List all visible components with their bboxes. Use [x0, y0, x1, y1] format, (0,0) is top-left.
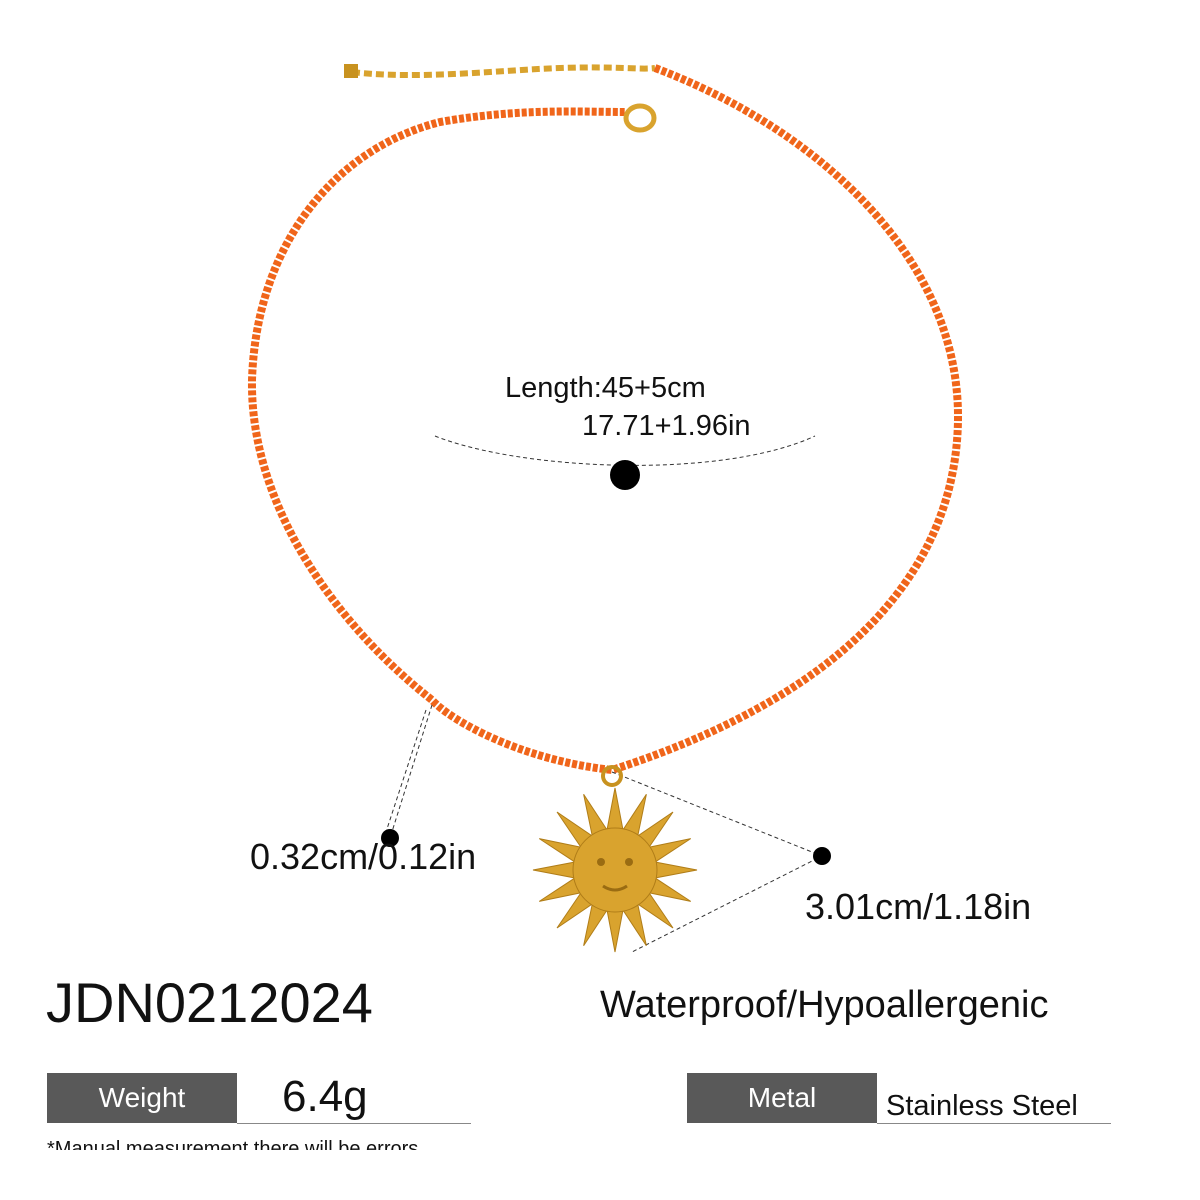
bead-size-label: 0.32cm/0.12in	[250, 836, 477, 877]
disclaimer: *Manual measurement there will be errors	[47, 1138, 419, 1150]
extension-chain	[351, 64, 656, 79]
product-code: JDN0212024	[46, 971, 373, 1034]
metal-value: Stainless Steel	[886, 1090, 1078, 1122]
lobster-clasp-icon	[623, 103, 657, 133]
metal-underline	[877, 1123, 1111, 1124]
length-in-label: 17.71+1.96in	[582, 410, 751, 442]
weight-underline	[237, 1123, 471, 1124]
chain-end-tab	[344, 64, 358, 78]
bead-guide-line	[383, 704, 433, 839]
pendant-size-label: 3.01cm/1.18in	[805, 886, 1032, 927]
sun-pendant-icon	[532, 765, 698, 953]
bead-marker-dot	[381, 829, 399, 847]
length-marker-dot	[610, 460, 640, 490]
features-label: Waterproof/Hypoallergenic	[600, 984, 1049, 1026]
metal-label: Metal	[687, 1073, 877, 1123]
length-cm-label: Length:45+5cm	[505, 372, 706, 404]
pendant-marker-dot	[813, 847, 831, 865]
weight-label: Weight	[47, 1073, 237, 1123]
disclaimer-clip: *Manual measurement there will be errors	[47, 1138, 487, 1150]
weight-value: 6.4g	[282, 1072, 368, 1121]
